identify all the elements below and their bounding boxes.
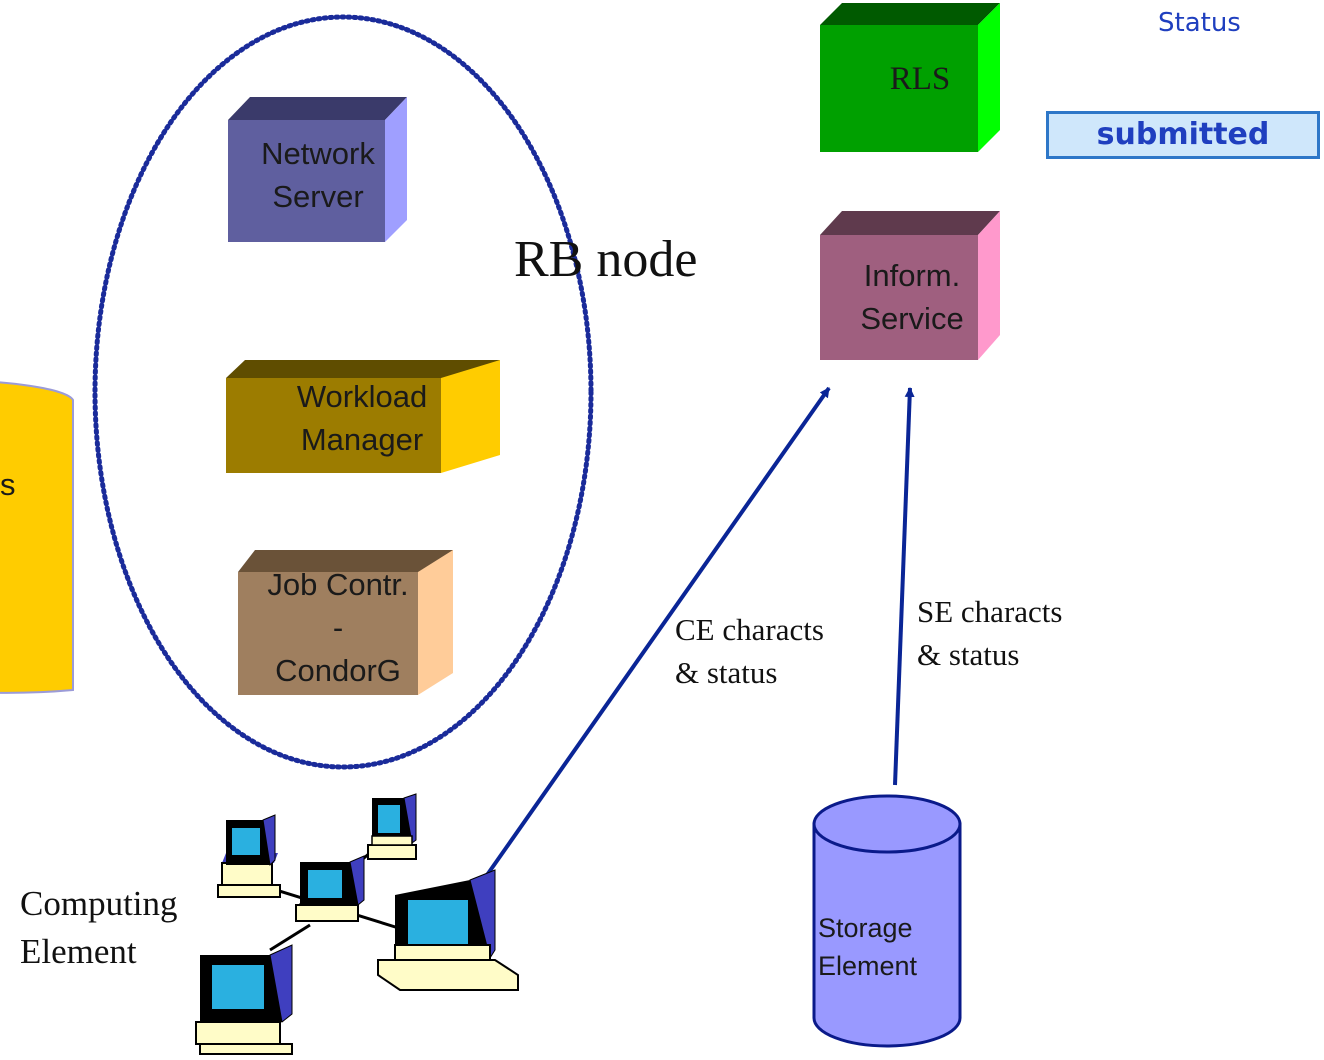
network-server-label: Network Server — [261, 136, 375, 214]
ce-arrow-label: CE characts & status — [675, 612, 824, 690]
information-service-label: Inform. Service — [860, 258, 964, 336]
computer-icon — [377, 869, 519, 991]
job-controller-label: Job Contr. - CondorG — [267, 567, 409, 688]
rb-node-boundary — [92, 14, 594, 770]
status-heading: Status — [1158, 8, 1241, 38]
computer-icon — [195, 944, 293, 1055]
status-badge: submitted — [1046, 111, 1320, 159]
workload-manager-box[interactable] — [226, 360, 500, 473]
computer-icon — [295, 855, 365, 922]
storage-element-cylinder[interactable] — [812, 794, 962, 1048]
left-cylinder-label-fragment: s — [0, 467, 16, 502]
se-to-info-arrow — [893, 387, 915, 786]
computer-icon — [367, 793, 417, 860]
computing-element-label: Computing Element — [20, 884, 178, 971]
workload-manager-label: Workload Manager — [296, 379, 428, 457]
storage-element-label: Storage Element — [818, 913, 918, 981]
rb-node-label: RB node — [514, 231, 698, 288]
network-server-box[interactable] — [228, 97, 407, 242]
ce-to-info-arrow — [478, 386, 831, 887]
information-service-box[interactable] — [820, 211, 1000, 360]
left-database-cylinder — [0, 381, 74, 694]
rls-box[interactable] — [820, 3, 1000, 152]
job-controller-box[interactable] — [238, 550, 453, 695]
se-arrow-label: SE characts & status — [917, 594, 1063, 672]
rls-label: RLS — [889, 61, 951, 97]
computer-icon — [217, 814, 281, 898]
computing-element-cluster[interactable] — [195, 793, 519, 1055]
